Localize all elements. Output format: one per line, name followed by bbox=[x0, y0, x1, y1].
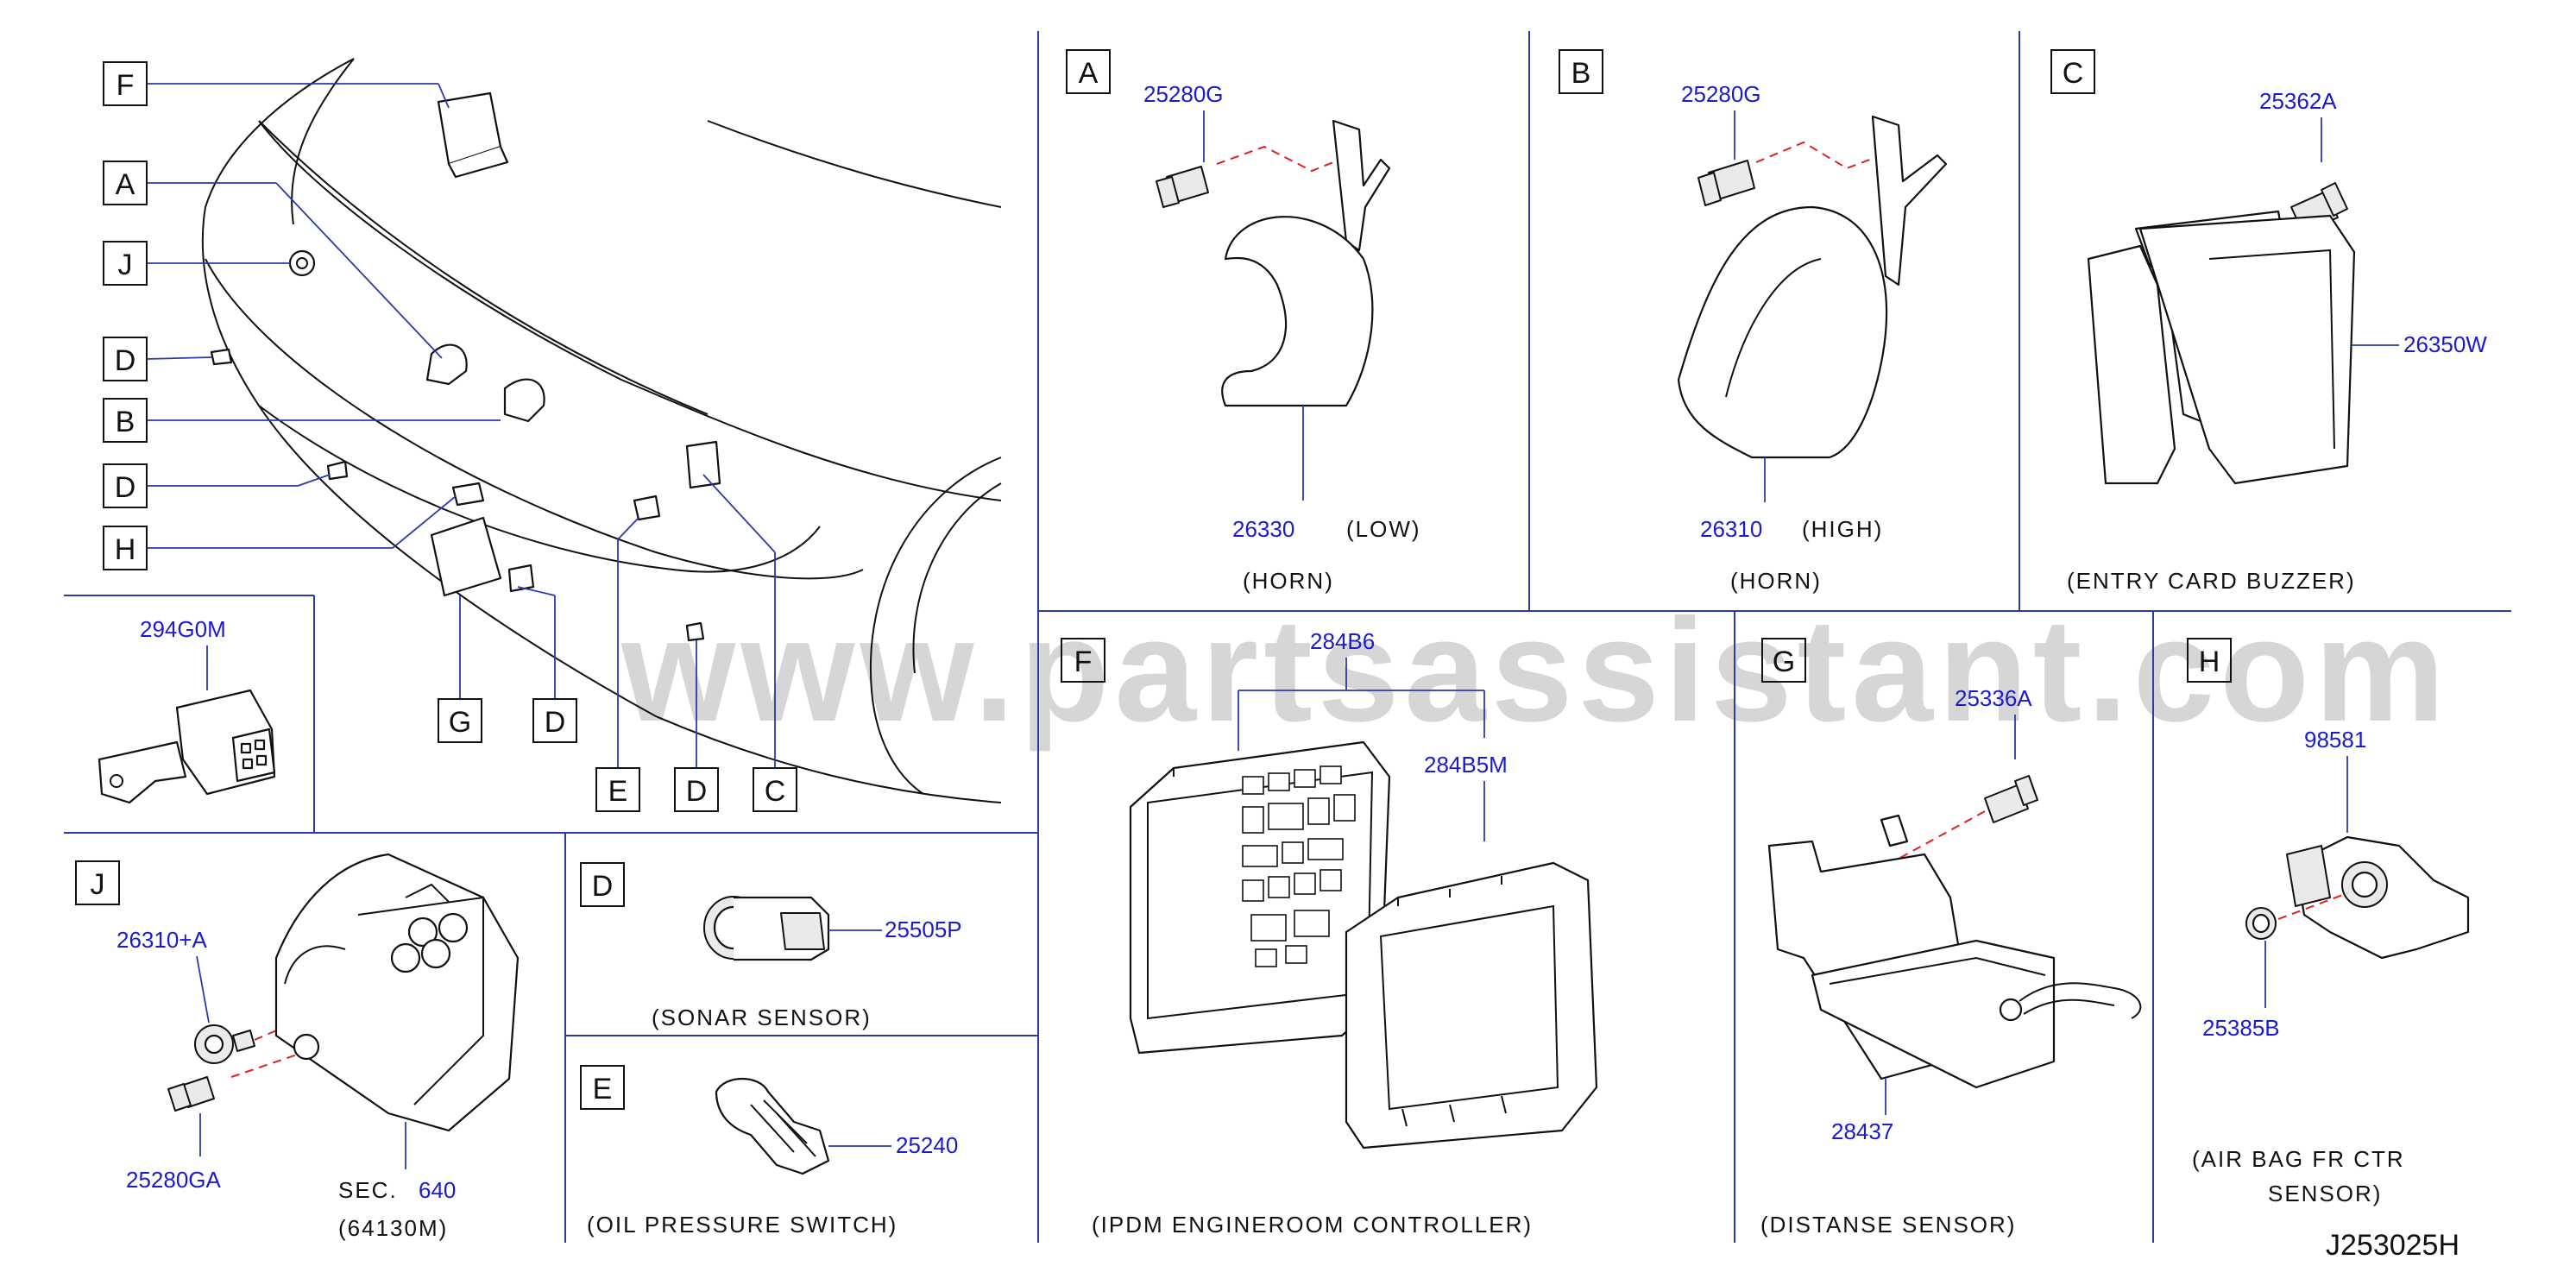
part-a-variant: (LOW) bbox=[1346, 516, 1421, 542]
panel-b-horn-high: B 25280G 26310 (HIGH) (HORN) bbox=[1559, 49, 1948, 594]
svg-text:D: D bbox=[115, 344, 136, 377]
panel-d-caption: (SONAR SENSOR) bbox=[652, 1005, 872, 1030]
overview-leaders bbox=[146, 83, 776, 768]
panel-g-distance-sensor: G 25336A 28437 (DISTANSE SENSOR) bbox=[1760, 638, 2142, 1238]
panel-d-sonar-sensor: D 25505P (SONAR SENSOR) bbox=[580, 862, 962, 1030]
callout-d-4: D bbox=[674, 767, 719, 812]
part-f-top: 284B6 bbox=[1310, 628, 1375, 654]
part-h-main: 98581 bbox=[2304, 727, 2366, 753]
svg-text:D: D bbox=[686, 775, 708, 808]
panel-b-caption: (HORN) bbox=[1730, 568, 1822, 594]
panel-a-caption: (HORN) bbox=[1243, 568, 1334, 594]
panel-a-letter: A bbox=[1079, 57, 1099, 90]
panel-dividers bbox=[64, 31, 2511, 1243]
panel-e-caption: (OIL PRESSURE SWITCH) bbox=[587, 1212, 898, 1238]
panel-f-ipdm: F 284B6 284B5M (IPDM ENGINEROOM CONTROLL… bbox=[1061, 628, 1598, 1238]
panel-e-oil-pressure-switch: E 25240 (OIL PRESSURE SWITCH) bbox=[580, 1065, 958, 1238]
panel-h-caption-line1: (AIR BAG FR CTR bbox=[2192, 1146, 2405, 1172]
callout-d-3: D bbox=[532, 698, 577, 743]
svg-text:C: C bbox=[765, 775, 786, 808]
callout-b: B bbox=[103, 398, 148, 443]
panel-connector-294g0m: 294G0M bbox=[98, 616, 276, 804]
svg-text:B: B bbox=[116, 406, 135, 438]
part-b-main: 26310 bbox=[1700, 516, 1762, 542]
part-f-frame: 284B5M bbox=[1424, 752, 1508, 778]
part-b-bolt: 25280G bbox=[1681, 81, 1761, 107]
callout-d-2: D bbox=[103, 463, 148, 508]
svg-text:J: J bbox=[118, 249, 133, 281]
part-j-sec-number: 640 bbox=[419, 1177, 456, 1203]
panel-j-letter: J bbox=[91, 868, 105, 901]
part-a-main: 26330 bbox=[1232, 516, 1294, 542]
svg-text:H: H bbox=[115, 533, 136, 566]
svg-text:E: E bbox=[608, 775, 628, 808]
panel-d-letter: D bbox=[592, 870, 614, 903]
vehicle-overview bbox=[201, 58, 1002, 803]
overview-callouts: F A J D B D H G D E D C bbox=[103, 61, 797, 812]
callout-g: G bbox=[438, 698, 482, 743]
part-j-sec-prefix: SEC. bbox=[338, 1177, 398, 1203]
callout-f: F bbox=[103, 61, 148, 106]
part-e-main: 25240 bbox=[896, 1132, 958, 1158]
svg-text:D: D bbox=[115, 471, 136, 504]
diagram-code: J253025H bbox=[2326, 1229, 2459, 1262]
panel-f-caption: (IPDM ENGINEROOM CONTROLLER) bbox=[1092, 1212, 1533, 1238]
svg-text:G: G bbox=[449, 706, 471, 739]
callout-d-1: D bbox=[103, 337, 148, 381]
svg-text:A: A bbox=[116, 168, 135, 201]
part-j-sec-ref: (64130M) bbox=[338, 1215, 448, 1241]
part-a-bolt: 25280G bbox=[1143, 81, 1224, 107]
panel-a-horn-low: A 25280G 26330 (LOW) (HORN) bbox=[1066, 49, 1421, 594]
panel-b-letter: B bbox=[1571, 57, 1591, 90]
callout-e: E bbox=[595, 767, 640, 812]
callout-a: A bbox=[103, 161, 148, 205]
watermark-text: www.partsassistant.com bbox=[620, 589, 2450, 753]
callout-h: H bbox=[103, 526, 148, 570]
part-g-main: 28437 bbox=[1831, 1118, 1893, 1144]
panel-g-letter: G bbox=[1773, 646, 1795, 678]
callout-j: J bbox=[103, 241, 148, 286]
panel-e-letter: E bbox=[593, 1073, 613, 1105]
panel-g-caption: (DISTANSE SENSOR) bbox=[1760, 1212, 2016, 1238]
callout-c: C bbox=[753, 767, 797, 812]
part-b-variant: (HIGH) bbox=[1802, 516, 1883, 542]
svg-text:F: F bbox=[117, 69, 135, 102]
part-c-main: 26350W bbox=[2403, 331, 2487, 357]
panel-f-letter: F bbox=[1074, 646, 1093, 678]
panel-c-letter: C bbox=[2063, 57, 2084, 90]
part-c-bolt: 25362A bbox=[2259, 88, 2337, 114]
panel-h-caption-line2: SENSOR) bbox=[2268, 1181, 2382, 1206]
panel-h-letter: H bbox=[2199, 646, 2220, 678]
panel-c-entry-card-buzzer: C 25362A 26350W (ENTRY CARD BUZZER) bbox=[2050, 49, 2487, 594]
panel-c-caption: (ENTRY CARD BUZZER) bbox=[2067, 568, 2356, 594]
part-connector: 294G0M bbox=[140, 616, 226, 642]
part-j-bolt: 25280GA bbox=[126, 1167, 222, 1193]
part-g-bolt: 25336A bbox=[1955, 685, 2032, 711]
part-h-nut: 25385B bbox=[2202, 1015, 2280, 1041]
part-j-grommet: 26310+A bbox=[117, 927, 207, 953]
svg-text:D: D bbox=[545, 706, 566, 739]
panel-h-air-bag-sensor: H 98581 25385B (AIR BAG FR CTR SENSOR) bbox=[2187, 638, 2470, 1206]
part-d-main: 25505P bbox=[885, 917, 962, 942]
panel-j-grommet: J 26310+A 25280GA SEC. 640 (64130M) bbox=[75, 853, 520, 1241]
